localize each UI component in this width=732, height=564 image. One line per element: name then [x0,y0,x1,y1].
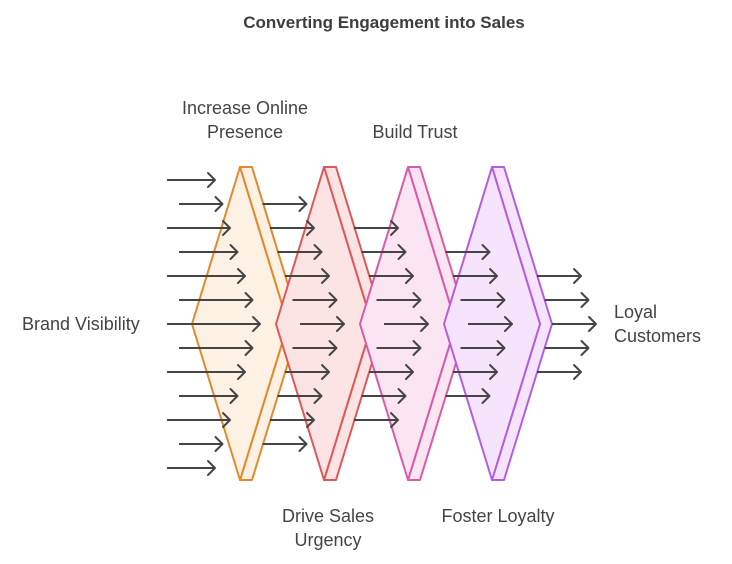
stage-1-label: Increase Online Presence [165,96,325,144]
arrow-head-icon [321,268,330,284]
stage-3-label-line: Build Trust [372,122,458,142]
stage-1-label-line: Presence [206,122,284,142]
input-label: Brand Visibility [22,314,140,334]
arrow-head-icon [390,220,399,236]
arrow-head-icon [328,292,338,308]
arrow-head-icon [588,316,597,332]
arrow-head-icon [390,412,399,428]
arrow-head-icon [336,316,345,332]
arrow-head-icon [489,364,498,380]
stage-2-label: Drive Sales Urgency [258,504,398,552]
arrow-head-icon [244,292,254,308]
arrow-head-icon [229,388,239,404]
stage-4-label-line: Foster Loyalty [441,506,555,526]
arrow-head-icon [244,340,254,356]
arrow-head-icon [222,412,231,428]
arrow-head-icon [214,436,224,452]
arrow-head-icon [313,244,323,260]
arrow-head-icon [397,388,407,404]
arrow-head-icon [573,364,582,380]
arrow-head-icon [412,340,422,356]
arrow-head-icon [298,436,308,452]
arrow-head-icon [481,388,491,404]
arrow-head-icon [573,268,582,284]
arrow-head-icon [412,292,422,308]
output-label-line: Customers [614,326,702,346]
arrow-head-icon [306,220,315,236]
stage-2-label-line: Urgency [294,530,362,550]
arrow-head-icon [222,220,231,236]
stage-2-label-line: Drive Sales [281,506,375,526]
stage-1-label-line: Increase Online [181,98,309,118]
arrow-head-icon [298,196,308,212]
arrow-head-icon [580,292,590,308]
arrow-head-icon [252,316,261,332]
arrow-head-icon [489,268,498,284]
stage-3-label: Build Trust [340,120,490,144]
arrow-head-icon [580,340,590,356]
arrow-head-icon [504,316,513,332]
arrow-head-icon [397,244,407,260]
arrow-head-icon [420,316,429,332]
arrow-head-icon [328,340,338,356]
arrow-head-icon [214,196,224,212]
arrow-head-icon [405,268,414,284]
arrow-head-icon [313,388,323,404]
arrow-head-icon [306,412,315,428]
arrow-head-icon [237,268,246,284]
arrow-head-icon [405,364,414,380]
arrow-head-icon [229,244,239,260]
arrow-head-icon [207,172,216,188]
arrow-head-icon [321,364,330,380]
diagram-title: Converting Engagement into Sales [243,13,525,32]
arrow-head-icon [237,364,246,380]
arrow-head-icon [207,460,216,476]
arrow-head-icon [481,244,491,260]
output-label-line: Loyal [614,302,658,322]
arrow-head-icon [496,340,506,356]
stage-4-label: Foster Loyalty [420,504,576,528]
arrow-head-icon [496,292,506,308]
output-label: Loyal Customers [614,300,701,348]
